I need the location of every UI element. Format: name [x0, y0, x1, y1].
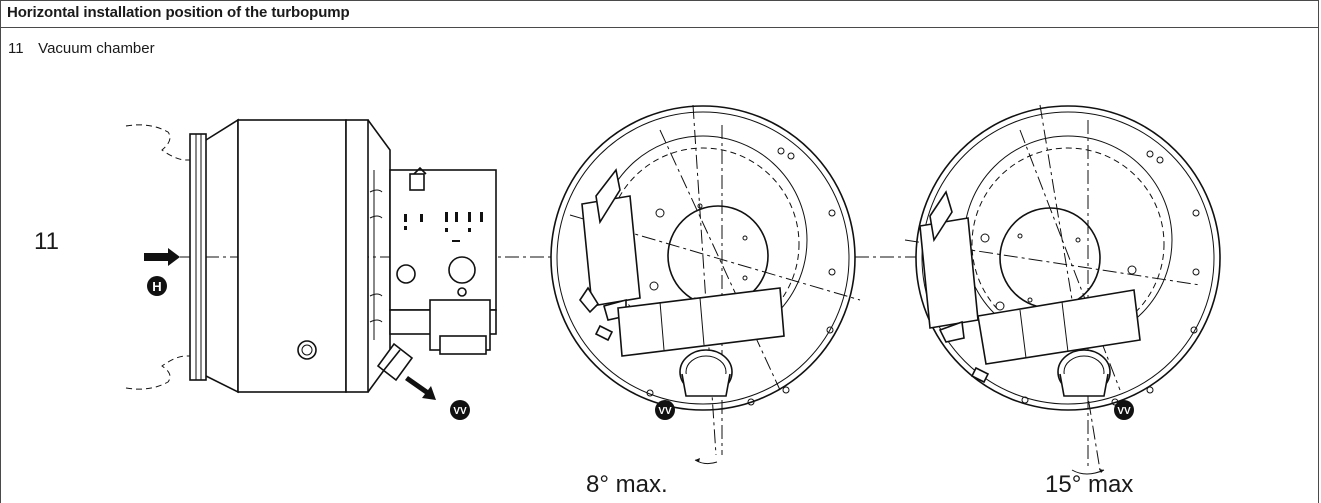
chamber-outline-top: [125, 124, 196, 161]
pump-flange: [189, 133, 207, 381]
legend-number: 11: [8, 40, 24, 57]
angle-label-15-deg: 15° max: [1045, 471, 1134, 498]
pump-side-view: [125, 118, 497, 400]
svg-text:VV: VV: [453, 406, 467, 417]
fore-vacuum-marker-left: VV: [450, 400, 470, 420]
fore-vacuum-marker-center: VV: [655, 400, 675, 420]
svg-text:VV: VV: [658, 406, 672, 417]
fore-vacuum-marker-right: VV: [1114, 400, 1134, 420]
high-vacuum-arrow: [144, 248, 180, 266]
svg-text:H: H: [152, 279, 161, 294]
vacuum-chamber-callout: 11: [34, 228, 59, 255]
svg-text:VV: VV: [1117, 406, 1131, 417]
legend-text: Vacuum chamber: [38, 40, 155, 57]
electronic-drive-unit: [389, 169, 497, 311]
pump-housing: [237, 119, 347, 393]
chamber-outline-bottom: [125, 355, 196, 390]
legend-item-vacuum-chamber: 11 Vacuum chamber: [8, 40, 155, 57]
high-vacuum-marker: H: [147, 276, 167, 296]
figure-title-bar: Horizontal installation position of the …: [0, 0, 1319, 28]
angle-label-8-deg: 8° max.: [586, 471, 668, 498]
pump-top-view-15-deg: [904, 104, 1221, 475]
figure-title: Horizontal installation position of the …: [7, 4, 350, 21]
pump-top-view-8-deg: [550, 104, 861, 465]
fore-vacuum-arrow: [405, 376, 436, 400]
